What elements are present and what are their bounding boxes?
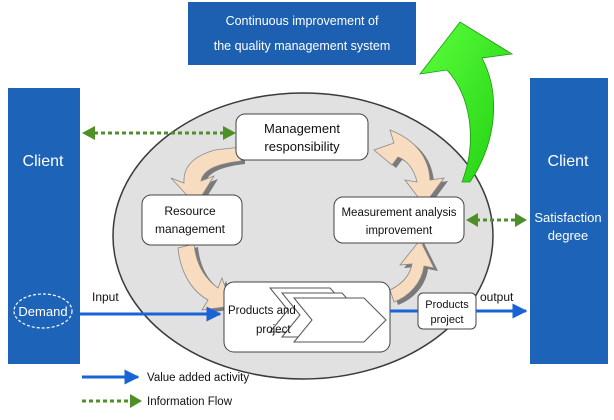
measurement-line1: Measurement analysis [341, 207, 456, 219]
resource-management-box [141, 194, 243, 246]
management-responsibility-box [235, 113, 369, 161]
satisfaction-label-line1: Satisfaction [534, 210, 601, 225]
cycle-arrow-top-right-icon [373, 129, 448, 208]
improvement-banner [188, 2, 416, 65]
process-chevrons-icon [268, 287, 387, 343]
management-line2: responsibility [264, 139, 340, 154]
management-line1: Management [264, 121, 340, 136]
client-right-panel [530, 78, 608, 364]
products-inner-line1: Products and [228, 305, 296, 317]
legend-value-added-label: Value added activity [147, 372, 249, 384]
measurement-line2: improvement [366, 225, 433, 237]
client-left-panel [8, 88, 80, 364]
legend-info-flow-label: Information Flow [147, 396, 233, 408]
resource-line2: management [155, 222, 226, 236]
products-output-line2: project [430, 314, 463, 326]
demand-label: Demand [18, 304, 67, 319]
output-label: output [480, 290, 514, 304]
banner-line1: Continuous improvement of [226, 14, 379, 28]
products-inner-line2: project [256, 324, 291, 336]
client-right-title: Client [548, 153, 589, 170]
input-label: Input [92, 290, 119, 304]
products-output-line1: Products [425, 299, 469, 311]
client-left-title: Client [23, 153, 64, 170]
improvement-arrow-icon [419, 21, 514, 183]
info-flow-left-arrow [82, 126, 236, 140]
legend: Value added activity Information Flow [82, 369, 249, 408]
cycle-arrow-bottom-right-icon [389, 239, 438, 305]
measurement-analysis-box [333, 196, 465, 244]
resource-line1: Resource [164, 204, 216, 218]
info-flow-right-arrow [466, 213, 527, 227]
satisfaction-label-line2: degree [548, 228, 588, 243]
demand-oval [13, 293, 73, 329]
banner-line2: the quality management system [214, 39, 390, 53]
